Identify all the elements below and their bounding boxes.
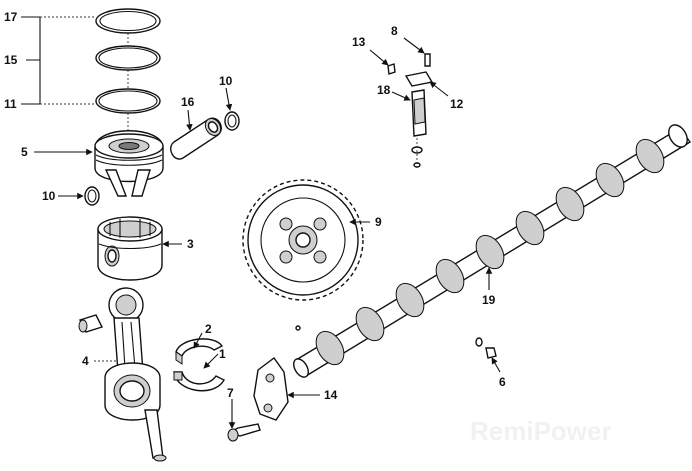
connecting-rod	[104, 287, 167, 462]
callout-labels: 17 15 11 5 10 16 10 3 2 4 1 7 14 9 13 8 …	[4, 10, 506, 402]
camshaft	[293, 124, 692, 378]
callout-18: 18	[377, 83, 391, 97]
callout-9: 9	[375, 215, 382, 229]
callout-6: 6	[499, 375, 506, 389]
callout-1: 1	[219, 347, 226, 361]
cam-gear	[242, 179, 364, 301]
callout-16: 16	[181, 95, 195, 109]
bolt	[227, 423, 261, 442]
callout-13: 13	[352, 35, 366, 49]
callout-2: 2	[205, 322, 212, 336]
thrust-plate	[253, 357, 289, 421]
bearing-shell-upper	[175, 338, 224, 365]
callout-12: 12	[450, 97, 464, 111]
callout-8: 8	[391, 24, 398, 38]
ring-bracket	[21, 16, 41, 105]
callout-15: 15	[4, 53, 18, 67]
piston-crown	[94, 130, 164, 197]
leader-lines	[34, 37, 501, 429]
callout-19: 19	[482, 293, 496, 307]
wrist-pin	[170, 117, 222, 160]
nut-washer	[475, 337, 497, 359]
callout-17: 17	[4, 10, 18, 24]
fuel-fitting-cluster	[387, 53, 434, 170]
camshaft-key	[295, 325, 301, 331]
callout-10-left: 10	[42, 189, 56, 203]
snap-ring-left	[84, 186, 100, 206]
callout-14: 14	[324, 388, 338, 402]
snap-ring-right	[224, 111, 240, 131]
callout-11: 11	[4, 97, 17, 111]
piston-skirt	[97, 216, 163, 281]
ring-bracket-leaders	[40, 16, 96, 105]
rod-bushing	[78, 314, 103, 333]
callout-7: 7	[227, 386, 234, 400]
piston-ring-15	[95, 45, 161, 71]
watermark-text: RemiPower	[470, 416, 612, 446]
bearing-shell-lower	[173, 371, 225, 392]
callout-3: 3	[187, 237, 194, 251]
callout-5: 5	[21, 145, 28, 159]
piston-ring-17	[95, 8, 161, 34]
piston-ring-11	[95, 88, 161, 114]
callout-4: 4	[82, 354, 89, 368]
callout-10-right: 10	[219, 74, 233, 88]
